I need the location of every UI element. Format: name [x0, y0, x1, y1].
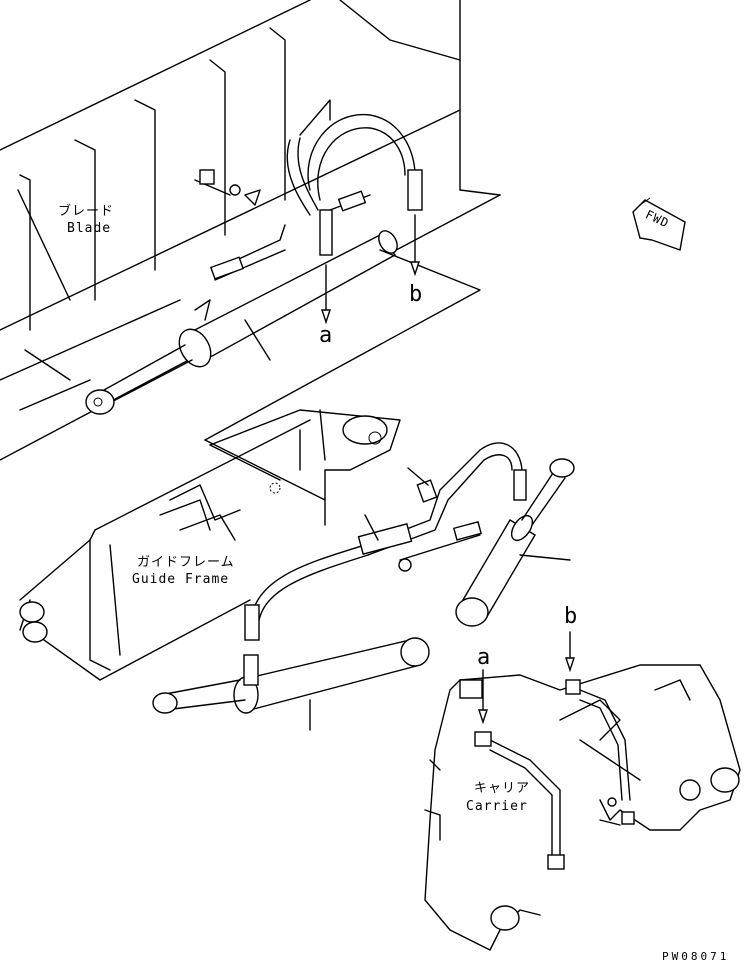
blade-hoses	[194, 113, 423, 281]
guide-frame-cylinder-lower	[152, 637, 430, 731]
fwd-arrow-icon	[632, 197, 686, 251]
reference-b-lower: b	[564, 604, 578, 629]
reference-a-upper: a	[319, 323, 333, 348]
blade-label-en: Blade	[67, 221, 112, 236]
carrier-label-jp: キャリア	[474, 781, 531, 796]
reference-a-lower: a	[477, 645, 491, 670]
guide-frame-body	[19, 409, 401, 681]
upper-reference-lines	[204, 214, 481, 501]
guide-frame-label-jp: ガイドフレーム	[137, 555, 235, 570]
drawing-code: PW08071	[662, 950, 730, 963]
blade-body	[0, 0, 501, 461]
lower-reference-lines	[478, 631, 575, 725]
guide-frame-label-en: Guide Frame	[132, 572, 230, 587]
blade-label-jp: ブレード	[58, 204, 115, 219]
blade-cylinder	[85, 230, 398, 415]
carrier-label-en: Carrier	[466, 799, 528, 814]
reference-b-upper: b	[409, 282, 423, 307]
carrier-body	[424, 664, 741, 951]
carrier-pipes	[474, 679, 635, 870]
guide-frame-cylinder-upper	[455, 458, 575, 627]
guide-frame-hoses	[244, 442, 527, 641]
